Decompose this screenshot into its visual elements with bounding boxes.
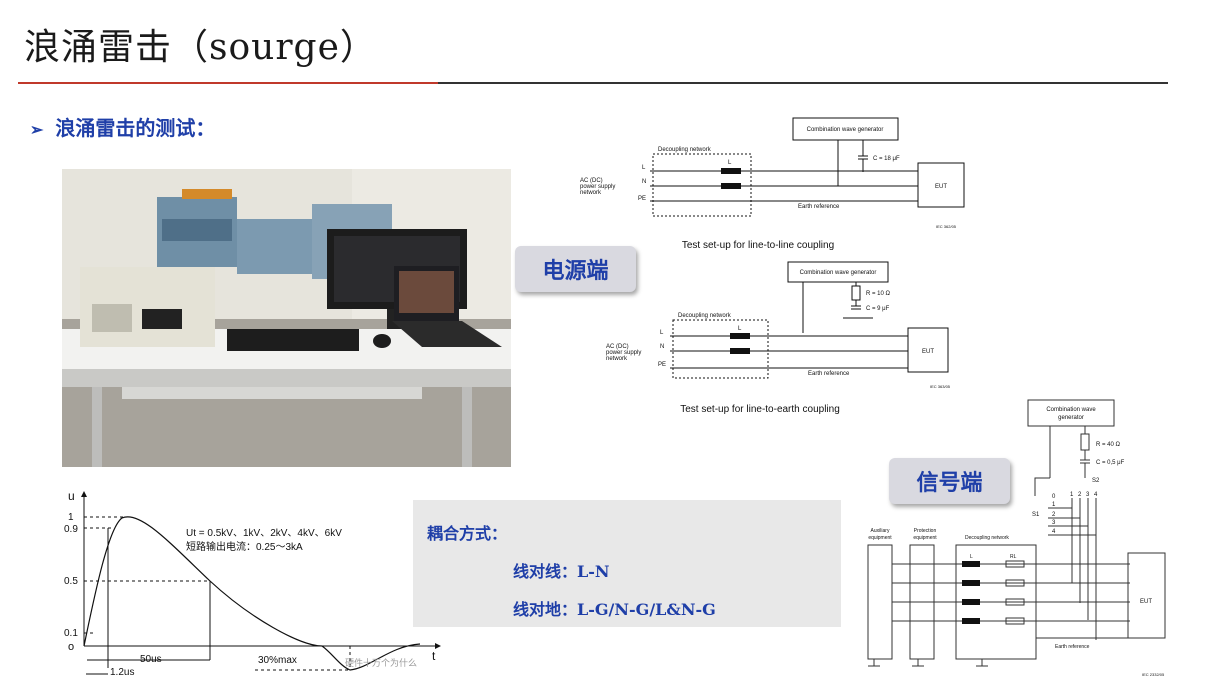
spec-voltage: Ut = 0.5kV、1kV、2kV、4kV、6kV	[186, 528, 342, 539]
earth-label: Earth reference	[808, 371, 850, 377]
sw-4: 4	[1052, 529, 1056, 535]
line-PE: PE	[638, 196, 646, 202]
iec-code: IEC 362/05	[936, 224, 957, 229]
section-heading-text: 浪涌雷击的测试：	[55, 116, 216, 140]
coupling-line-to-earth: 线对地：L-G/N-G/L&N-G	[513, 600, 716, 619]
generator-label: Combination wave generator	[800, 270, 877, 276]
c-label: C = 9 μF	[866, 306, 890, 312]
page-title: 浪涌雷击（sourge）	[24, 27, 377, 68]
decoupling-label: Decoupling network	[658, 147, 712, 153]
c-label: C = 0,5 μF	[1096, 460, 1125, 466]
inductor-label: L	[728, 160, 732, 166]
duration-50us: 50us	[140, 654, 162, 665]
line-L: L	[660, 330, 664, 336]
l-label: L	[970, 554, 973, 560]
bullet-arrow-icon: ➢	[30, 120, 44, 139]
top-1: 1	[1070, 492, 1074, 498]
line-to-earth-diagram: Combination wave generator R = 10 Ω C = …	[606, 261, 951, 415]
supply-l2: power supply	[606, 350, 641, 356]
supply-l1: AC (DC)	[580, 178, 603, 184]
power-port-tag: 电源端	[515, 246, 636, 292]
t-axis-label: t	[432, 649, 436, 663]
eut-label: EUT	[922, 349, 934, 355]
supply-l3: network	[606, 356, 628, 362]
earth-label: Earth reference	[798, 204, 840, 210]
line-PE: PE	[658, 362, 666, 368]
eut-label: EUT	[1140, 599, 1152, 605]
undershoot-30pct: 30%max	[258, 655, 297, 666]
inductor-label: L	[738, 326, 742, 332]
rl-label: RL	[1010, 554, 1017, 560]
decoupling-label: Decoupling network	[678, 313, 732, 319]
iec-code: IEC 2332/05	[1142, 672, 1165, 677]
generator-l2: generator	[1058, 415, 1084, 421]
cap-label: C = 18 μF	[873, 156, 900, 162]
coupling-line-to-line: 线对线：L-N	[513, 562, 610, 581]
decoupling-label: Decoupling network	[965, 535, 1009, 541]
coupling-methods-box: 耦合方式： 线对线：L-N 线对地：L-G/N-G/L&N-G	[413, 500, 841, 627]
sw-1: 1	[1052, 502, 1056, 508]
prot-l1: Protection	[914, 528, 937, 534]
line-to-line-diagram: Combination wave generator C = 18 μF Dec…	[580, 117, 965, 251]
signal-port-diagram: Combination wave generator R = 40 Ω C = …	[867, 399, 1166, 677]
duration-1-2us: 1.2us	[110, 667, 134, 678]
spec-current: 短路输出电流：0.25～3kA	[186, 540, 303, 553]
supply-l1: AC (DC)	[606, 344, 629, 350]
sw-2: 2	[1052, 512, 1056, 518]
tick-05: 0.5	[64, 576, 78, 587]
aux-l2: equipment	[868, 535, 892, 541]
tick-01: 0.1	[64, 628, 78, 639]
caption: Test set-up for line-to-line coupling	[682, 240, 834, 251]
earth-label: Earth reference	[1055, 644, 1090, 650]
signal-port-tag: 信号端	[889, 458, 1010, 504]
top-3: 3	[1086, 492, 1090, 498]
top-2: 2	[1078, 492, 1082, 498]
line-L: L	[642, 165, 646, 171]
sw-3: 3	[1052, 520, 1056, 526]
watermark: 硬件十万个为什么	[345, 657, 417, 668]
generator-l1: Combination wave	[1046, 407, 1096, 413]
aux-l1: Auxiliary	[871, 528, 890, 534]
s1-label: S1	[1032, 512, 1040, 518]
tick-1: 1	[68, 512, 74, 523]
caption: Test set-up for line-to-earth coupling	[680, 404, 840, 415]
s2-label: S2	[1092, 478, 1100, 484]
top-4: 4	[1094, 492, 1098, 498]
tick-09: 0.9	[64, 524, 78, 535]
eut-label: EUT	[935, 184, 947, 190]
lab-setup-photo	[62, 169, 511, 467]
surge-waveform: u t o 1 0.9 0.5 0.1 Ut = 0.5kV、1kV、2kV、4…	[64, 489, 441, 678]
iec-code: IEC 363/05	[930, 384, 951, 389]
sw-0: 0	[1052, 494, 1056, 500]
line-N: N	[660, 344, 664, 350]
coupling-header: 耦合方式：	[427, 524, 508, 543]
line-N: N	[642, 179, 646, 185]
u-axis-label: u	[68, 489, 75, 503]
title-divider	[18, 82, 1168, 84]
supply-l3: network	[580, 190, 602, 196]
r-label: R = 40 Ω	[1096, 442, 1121, 448]
generator-label: Combination wave generator	[807, 127, 884, 133]
prot-l2: equipment	[913, 535, 937, 541]
supply-l2: power supply	[580, 184, 615, 190]
section-heading: ➢ 浪涌雷击的测试：	[30, 112, 215, 141]
origin-label: o	[68, 641, 74, 653]
r-label: R = 10 Ω	[866, 291, 891, 297]
